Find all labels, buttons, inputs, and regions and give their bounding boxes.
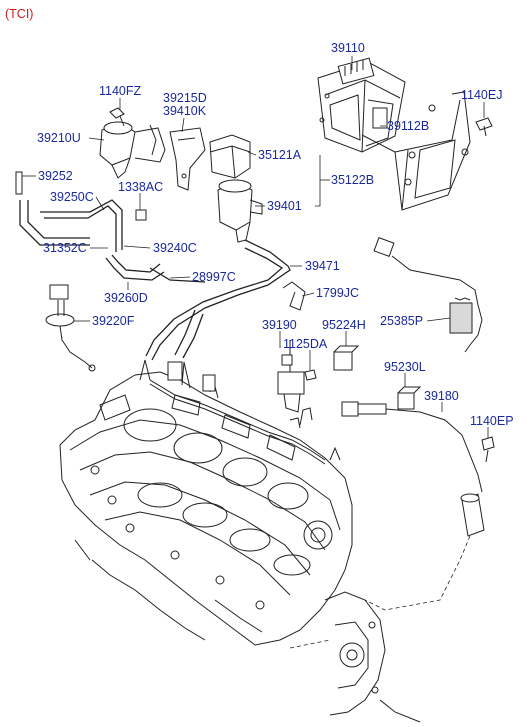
cam-sensor-39180	[341, 401, 485, 611]
label-35121a: 35121A	[258, 148, 302, 162]
label-1338ac: 1338AC	[118, 180, 163, 194]
label-39240c: 39240C	[153, 241, 197, 255]
label-39112b: 39112B	[387, 119, 429, 133]
label-95224h: 95224H	[322, 318, 366, 332]
label-1140ej: 1140EJ	[461, 88, 502, 102]
label-35122b: 35122B	[331, 173, 374, 187]
label-39180: 39180	[424, 389, 459, 403]
engine-cylinder-head	[59, 359, 353, 646]
label-39471: 39471	[305, 259, 340, 273]
leader-lines	[22, 56, 489, 438]
bolt-1140fz-icon	[109, 107, 125, 127]
sensor-39190	[277, 340, 305, 413]
label-39250c: 39250C	[50, 190, 94, 204]
ecu-bracket	[361, 91, 471, 211]
label-1125da: 1125DA	[283, 337, 328, 351]
label-31352c: 31352C	[43, 241, 87, 255]
label-39110: 39110	[331, 41, 365, 55]
ecu-module	[317, 57, 406, 153]
clamp-1799jc	[282, 281, 306, 311]
label-39190: 39190	[262, 318, 297, 332]
label-39220f: 39220F	[92, 314, 135, 328]
label-1140ep: 1140EP	[470, 414, 514, 428]
relay-95224h	[333, 345, 360, 371]
label-39215d: 39215D	[163, 91, 207, 105]
label-39410k: 39410K	[163, 104, 207, 118]
transmission-flange	[289, 591, 421, 723]
main-vacuum-hose-39471	[145, 239, 291, 361]
label-39260d: 39260D	[104, 291, 148, 305]
part-labels: (TCI) 39110 1140FZ 39215D 39410K 1140EJ …	[5, 7, 514, 428]
label-39210u: 39210U	[37, 131, 81, 145]
vacuum-hoses	[15, 171, 206, 283]
bolt-1140ep-icon	[481, 436, 495, 463]
boot-35121a	[209, 134, 251, 179]
solenoid-valve-39210u	[99, 121, 166, 179]
bracket-39215d	[169, 127, 206, 191]
valve-39401	[217, 179, 263, 243]
label-25385p: 25385P	[380, 314, 423, 328]
sensor-harness-25385p	[373, 237, 483, 353]
label-39252: 39252	[38, 169, 73, 183]
label-95230l: 95230L	[384, 360, 426, 374]
label-28997c: 28997C	[192, 270, 236, 284]
label-1140fz: 1140FZ	[99, 84, 142, 98]
label-39401: 39401	[267, 199, 302, 213]
bolt-1125da-icon	[304, 369, 317, 381]
bolt-1140ej-icon	[475, 117, 493, 137]
label-1799jc: 1799JC	[316, 286, 359, 300]
sensor-39220f	[45, 284, 96, 372]
variant-label: (TCI)	[5, 7, 33, 21]
relay-95230l	[397, 386, 422, 410]
